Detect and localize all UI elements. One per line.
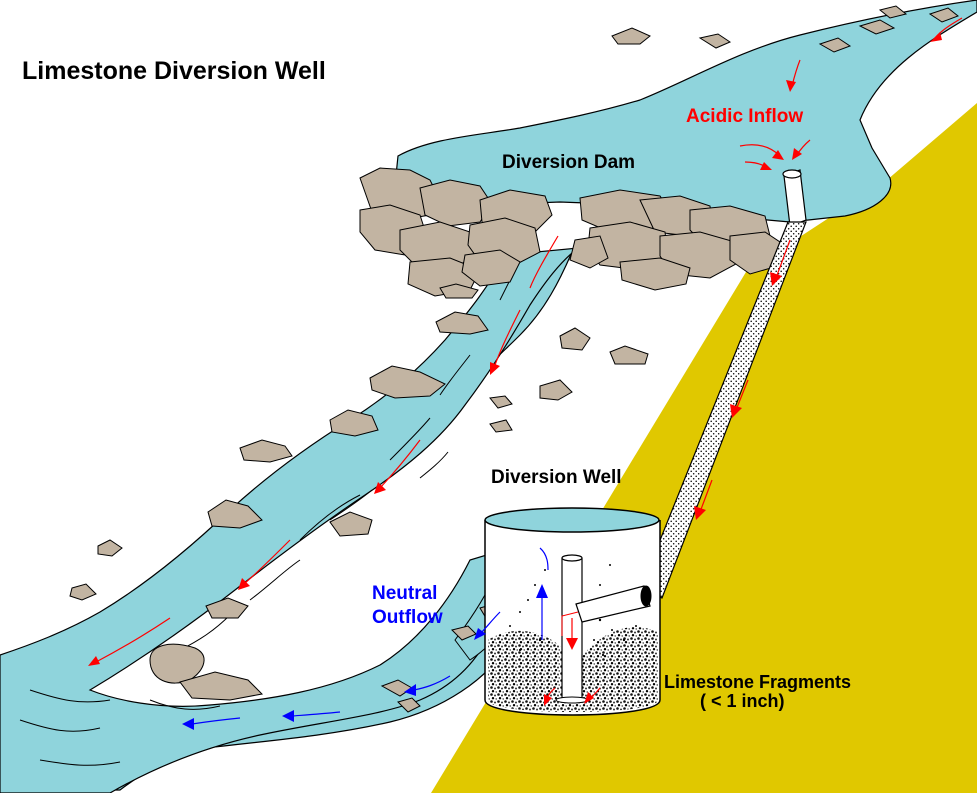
limestone-fragments-size: ( < 1 inch) [700, 691, 785, 711]
inflow-pipe [639, 169, 807, 599]
blue-flow-arrow [182, 547, 549, 730]
neutral-outflow-line1: Neutral [372, 583, 438, 604]
limestone-fragments-label: Limestone Fragments ( < 1 inch) [664, 673, 851, 711]
neutral-outflow-label: Neutral Outflow [372, 582, 443, 630]
diversion-well-label: Diversion Well [491, 467, 622, 488]
diagram-title: Limestone Diversion Well [22, 57, 326, 85]
diversion-dam-label: Diversion Dam [502, 152, 636, 173]
red-flow-arrow [88, 17, 963, 706]
neutral-outflow-line2: Outflow [372, 607, 443, 628]
acidic-inflow-label: Acidic Inflow [686, 106, 804, 127]
water-streaks [19, 269, 516, 766]
rocks [69, 5, 959, 713]
diversion-well [484, 507, 661, 716]
limestone-fragments-line1: Limestone Fragments [664, 672, 852, 692]
